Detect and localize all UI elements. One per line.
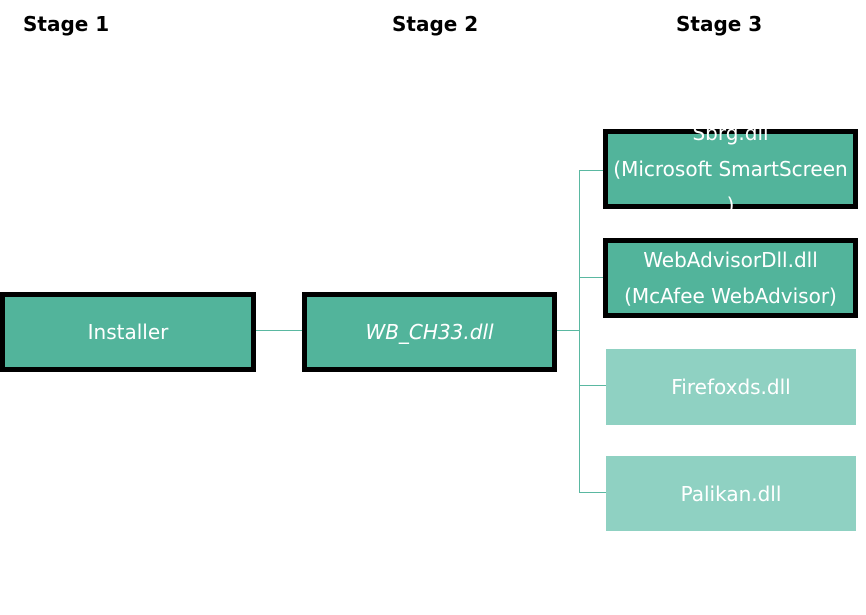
sbrg-dll-node: Sbrg.dll (Microsoft SmartScreen ) [603,121,858,217]
installer-node: Installer [0,292,256,372]
connector-wb-to-trunk [556,330,580,331]
wb-ch33-dll-node: WB_CH33.dll [302,292,557,372]
connector-to-sbrg [579,170,605,171]
connector-installer-to-wb [255,330,303,331]
stage-3-label: Stage 3 [676,12,763,36]
wb-ch33-dll-node-label: WB_CH33.dll [365,320,494,344]
stage-2-label: Stage 2 [392,12,479,36]
webadvisor-dll-node: WebAdvisorDll.dll (McAfee WebAdvisor) [603,238,858,318]
sbrg-dll-node-title: Sbrg.dll [692,121,769,145]
firefoxds-dll-node-label: Firefoxds.dll [671,375,791,399]
connector-to-firefoxds [579,385,606,386]
connector-to-palikan [579,492,606,493]
webadvisor-dll-node-subtitle: (McAfee WebAdvisor) [624,284,837,308]
palikan-dll-node-label: Palikan.dll [680,481,782,506]
connector-to-webadvisor [579,277,605,278]
installer-node-label: Installer [87,320,169,344]
sbrg-dll-node-subtitle: (Microsoft SmartScreen ) [613,157,848,217]
webadvisor-dll-node-title: WebAdvisorDll.dll [643,248,818,272]
connector-trunk-vertical [579,170,580,493]
firefoxds-dll-node: Firefoxds.dll [606,349,856,425]
palikan-dll-node: Palikan.dll [606,456,856,531]
stage-1-label: Stage 1 [23,12,110,36]
